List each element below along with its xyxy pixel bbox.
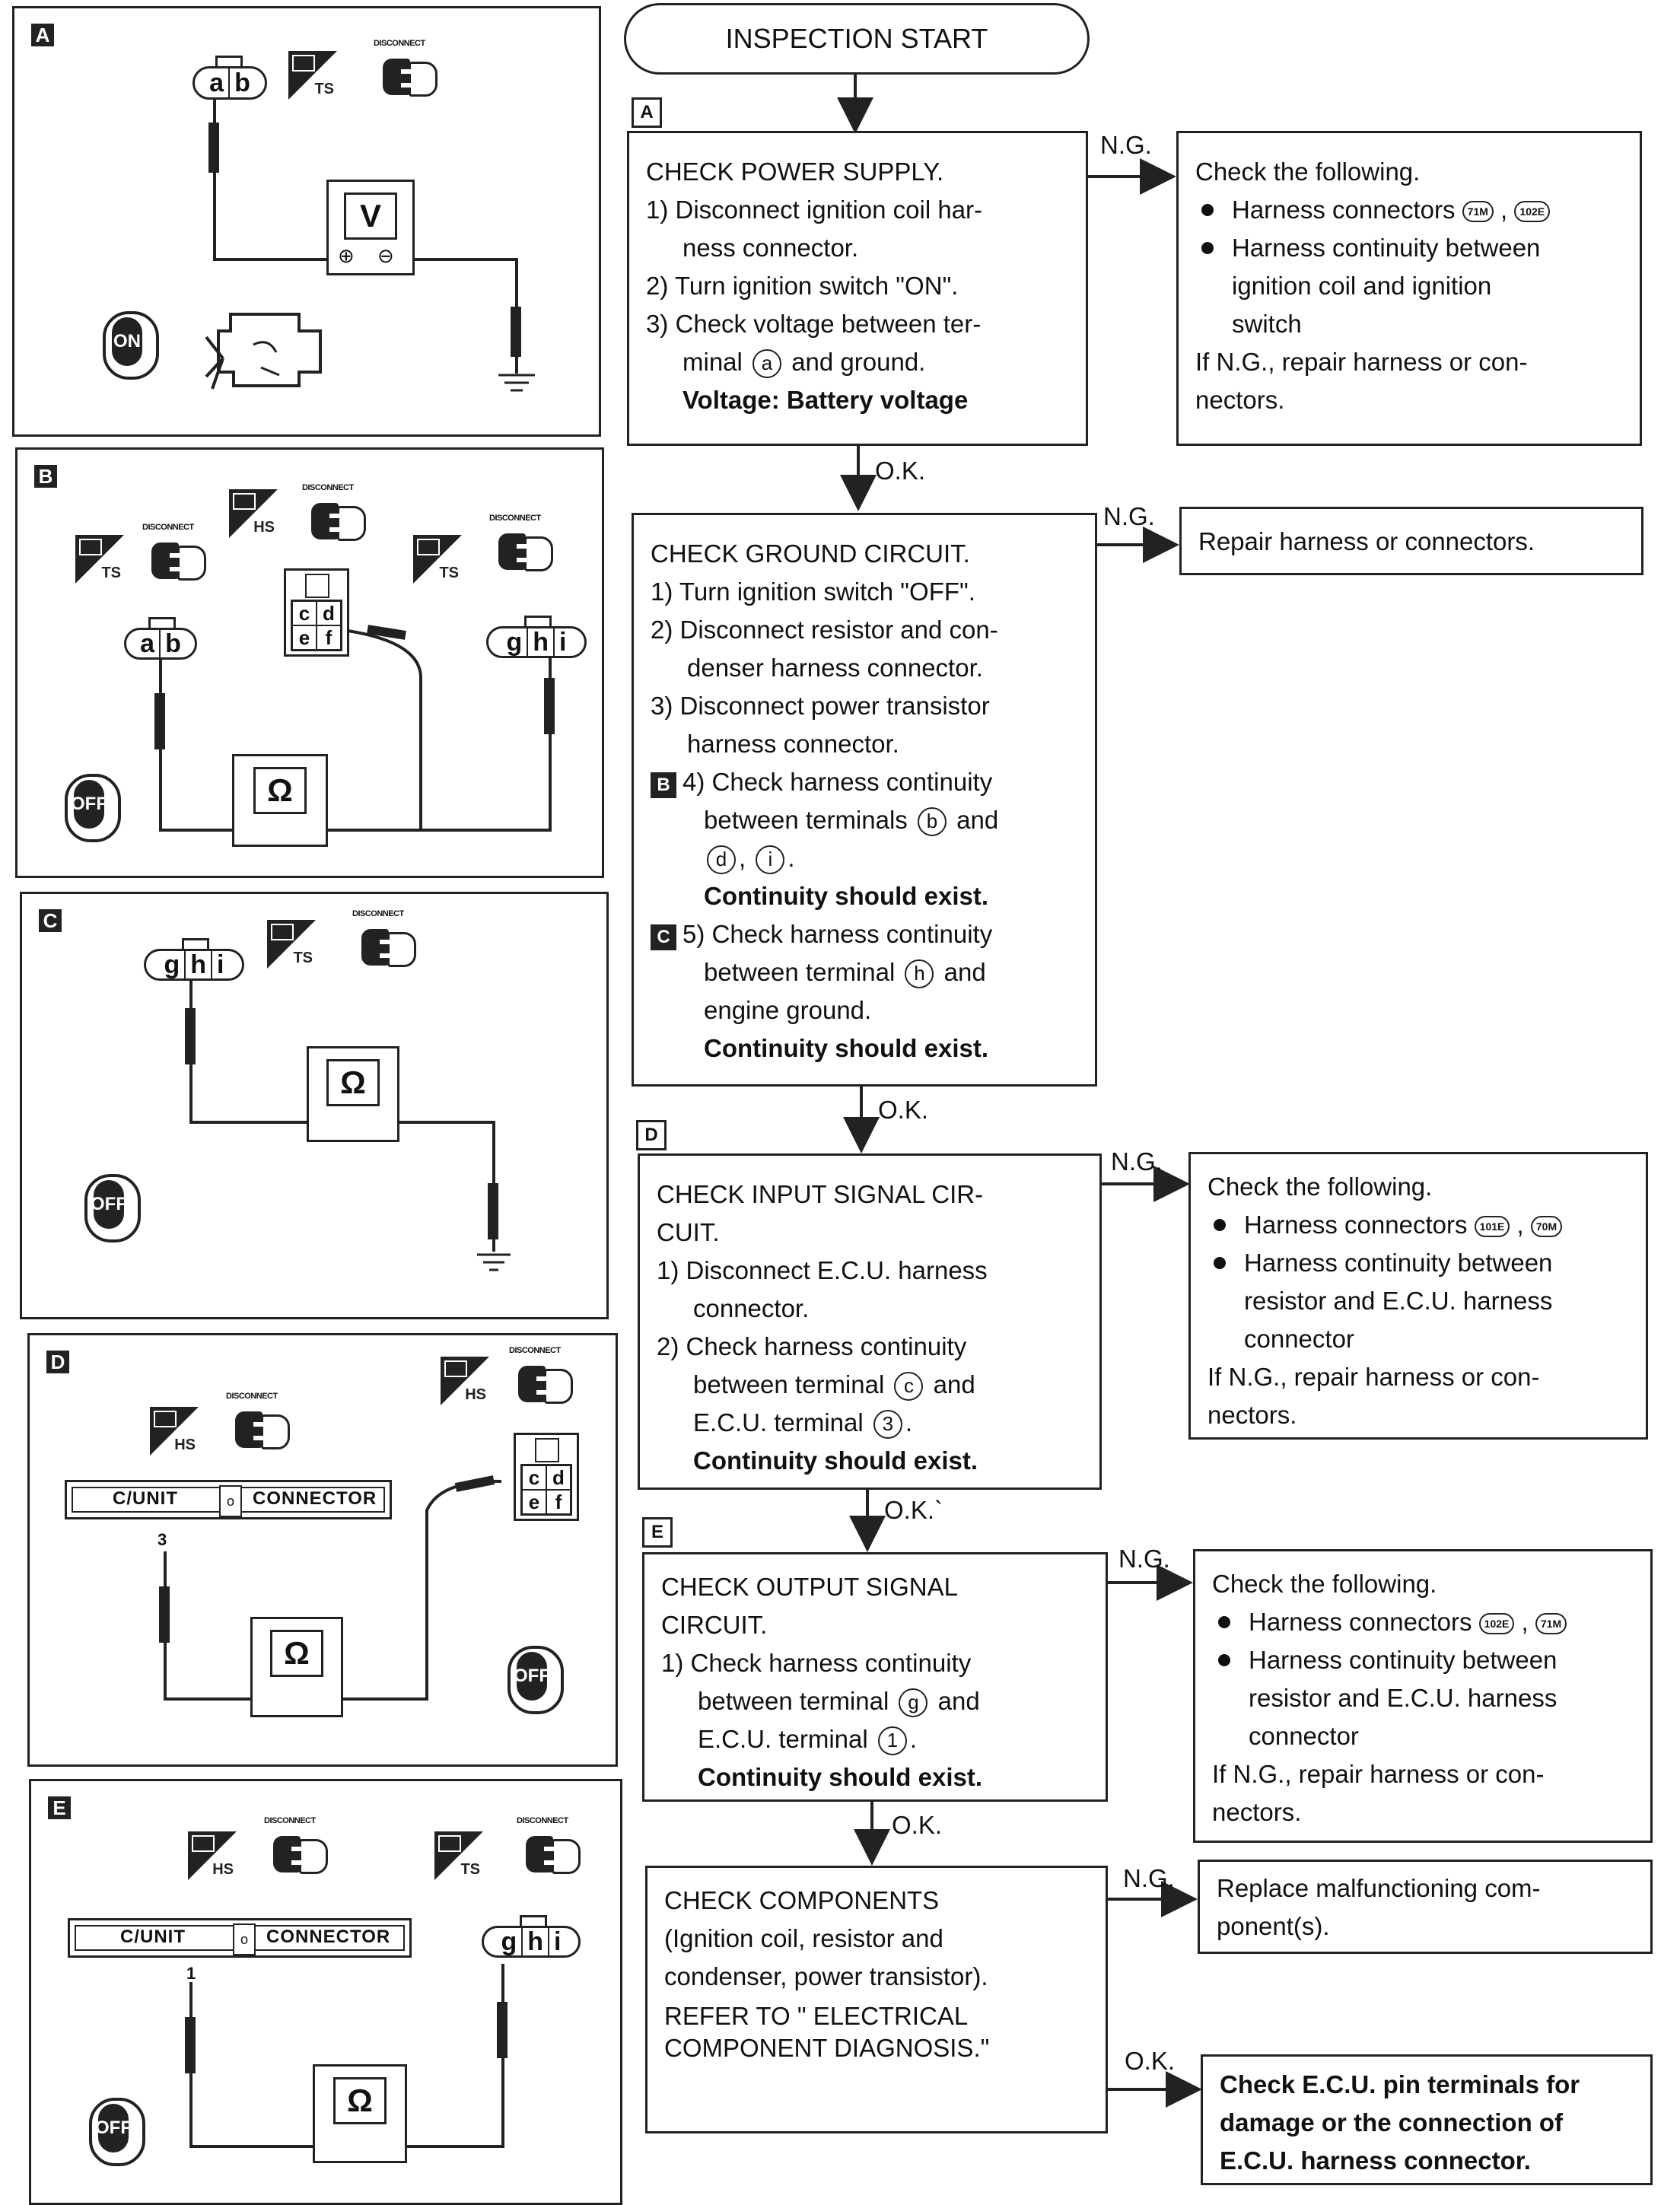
ohmmeter: Ω: [313, 2064, 407, 2163]
ok-label: O.K.: [892, 1811, 943, 1839]
ignition-key-icon: OFF: [84, 2093, 145, 2166]
panel-b: B TS DISCONNECT HS DISCONNECT TS DISCONN…: [15, 447, 604, 878]
panel-label: A: [31, 24, 54, 46]
check-input-signal-box: CHECK INPUT SIGNAL CIR- CUIT. 1) Disconn…: [638, 1153, 1102, 1490]
ng3-box: Check the following. Harness connectors …: [1188, 1152, 1648, 1440]
control-unit-connector: C/UNIT o CONNECTOR: [65, 1480, 392, 1519]
ignition-key-icon: ON: [98, 307, 159, 380]
disconnect-icon: DISCONNECT: [509, 1346, 574, 1410]
ts-icon: TS: [75, 535, 124, 584]
wiring-lines: [154, 625, 555, 832]
hs-icon: HS: [188, 1831, 237, 1880]
ohmmeter: Ω: [307, 1046, 399, 1142]
ohmmeter: Ω: [250, 1617, 343, 1717]
wiring-lines: [185, 978, 511, 1271]
check-output-signal-box: CHECK OUTPUT SIGNAL CIRCUIT. 1) Check ha…: [642, 1552, 1108, 1802]
ng-label: N.G.: [1111, 1147, 1163, 1176]
ng-label: N.G.: [1103, 502, 1155, 530]
inspection-start: INSPECTION START: [624, 3, 1090, 75]
ignition-key-icon: OFF: [60, 769, 121, 842]
ok-label: O.K.: [1125, 2047, 1176, 2075]
plus-terminal: ⊕: [338, 244, 355, 267]
ng1-box: Check the following. Harness connectors …: [1176, 131, 1642, 446]
disconnect-icon: DISCONNECT: [374, 39, 439, 103]
panel-label: C: [39, 909, 62, 932]
pin-number: 3: [158, 1530, 167, 1549]
check-ground-circuit-box: CHECK GROUND CIRCUIT. 1) Turn ignition s…: [632, 513, 1097, 1087]
step-marker-c: C: [651, 924, 676, 950]
hs-icon: HS: [229, 489, 278, 538]
ng-label: N.G.: [1123, 1864, 1175, 1892]
engine-icon: [205, 313, 322, 390]
wiring-lines: [159, 1475, 502, 1701]
control-unit-connector: C/UNIT o CONNECTOR: [68, 1918, 412, 1958]
panel-label: E: [48, 1796, 71, 1819]
step-label-a: A: [632, 97, 662, 128]
ts-icon: TS: [434, 1831, 483, 1880]
ok-label: O.K.`: [884, 1496, 943, 1524]
disconnect-icon: DISCONNECT: [142, 523, 208, 587]
check-power-supply-box: CHECK POWER SUPPLY. 1) Disconnect igniti…: [627, 131, 1088, 446]
disconnect-icon: DISCONNECT: [517, 1816, 582, 1880]
panel-e: E HS DISCONNECT TS DISCONNECT C/UNIT o C…: [29, 1779, 622, 2205]
ng5-box: Replace malfunctioning com- ponent(s).: [1198, 1860, 1653, 1954]
disconnect-icon: DISCONNECT: [489, 514, 555, 578]
ts-icon: TS: [267, 920, 316, 969]
disconnect-icon: DISCONNECT: [226, 1392, 291, 1456]
connector-cdef: c d e f: [284, 568, 349, 657]
ok-label: O.K.: [875, 457, 926, 485]
ts-icon: TS: [413, 535, 462, 584]
connector-cdef: c d e f: [514, 1433, 579, 1521]
ts-icon: TS: [288, 51, 337, 100]
ignition-key-icon: OFF: [80, 1169, 141, 1242]
disconnect-icon: DISCONNECT: [302, 483, 368, 547]
hs-icon: HS: [441, 1357, 489, 1405]
voltmeter: V ⊕ ⊖: [326, 180, 415, 275]
ng2-box: Repair harness or connectors.: [1179, 507, 1643, 575]
step-marker-b: B: [651, 772, 676, 798]
panel-label: D: [46, 1351, 69, 1373]
wiring-lines: [208, 86, 535, 392]
ok-label: O.K.: [878, 1096, 929, 1124]
ng-label: N.G.: [1118, 1545, 1170, 1573]
wiring-lines: [185, 1964, 508, 2148]
pin-number: 1: [186, 1964, 196, 1983]
disconnect-icon: DISCONNECT: [352, 909, 418, 973]
ng4-box: Check the following. Harness connectors …: [1193, 1549, 1653, 1843]
ignition-key-icon: OFF: [503, 1641, 564, 1714]
check-components-box: CHECK COMPONENTS (Ignition coil, resisto…: [645, 1866, 1108, 2133]
step-label-d: D: [636, 1120, 667, 1150]
minus-terminal: ⊖: [377, 244, 394, 267]
panel-label: B: [34, 465, 57, 488]
ok5-box: Check E.C.U. pin terminals for damage or…: [1201, 2054, 1653, 2185]
step-label-e: E: [642, 1517, 673, 1548]
disconnect-icon: DISCONNECT: [264, 1816, 329, 1880]
panel-d: D HS DISCONNECT HS DISCONNECT C/UNIT o C…: [27, 1333, 618, 1767]
ng-label: N.G.: [1100, 131, 1152, 159]
hs-icon: HS: [150, 1407, 199, 1456]
ohmmeter: Ω: [232, 754, 328, 847]
